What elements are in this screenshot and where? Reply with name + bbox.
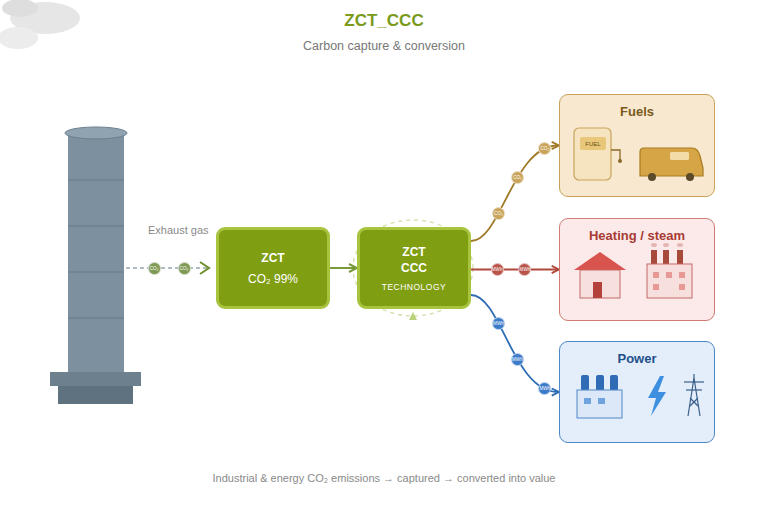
fuel-pump <box>574 128 611 180</box>
flow-arrow <box>471 146 558 242</box>
pump-hose <box>611 150 620 160</box>
output-box: Power <box>559 341 715 443</box>
steam-puff <box>651 243 657 247</box>
flow-token: MWh <box>518 263 531 276</box>
pump-label: FUEL <box>585 141 600 147</box>
flow-arrow <box>471 295 558 392</box>
plant-tower <box>610 375 618 391</box>
diagram-title: ZCT_CCC <box>0 11 768 31</box>
power-pylon <box>684 374 704 416</box>
pump-display <box>580 137 606 150</box>
node-heading: Power <box>560 351 714 366</box>
flow-token: MWh <box>492 317 505 330</box>
flow-token: CO₂ <box>148 262 161 275</box>
factory-chimney <box>663 250 669 265</box>
node-heading: ZCT <box>261 250 284 266</box>
capture-box: ZCT CO₂ 99% <box>216 227 330 309</box>
chimney-top <box>65 127 127 139</box>
steam-puff <box>677 243 683 247</box>
heating-factory <box>647 264 692 298</box>
flow-arrow <box>330 267 356 269</box>
lightning-bolt <box>648 376 666 416</box>
house-door <box>593 282 602 298</box>
van-window <box>670 152 689 160</box>
output-box: Heating / steam <box>559 218 715 321</box>
pump-nozzle <box>618 159 622 163</box>
node-subtext: CO₂ 99% <box>248 272 298 286</box>
exhaust-arrowhead <box>200 262 209 274</box>
cycle-loop <box>353 220 473 316</box>
flow-token: CO₂ <box>538 142 551 155</box>
node-heading: Heating / steam <box>560 228 714 243</box>
node-heading: ZCT CCC <box>394 244 435 276</box>
chimney-segments <box>68 180 124 318</box>
corner-blob <box>10 2 80 34</box>
plant-windows <box>584 398 605 404</box>
house-roof <box>574 252 626 270</box>
diagram-subtitle: Carbon capture & conversion <box>0 39 768 53</box>
van-wheel <box>686 173 694 181</box>
diagram-caption: Industrial & energy CO₂ emissions → capt… <box>0 472 768 484</box>
van-wheel <box>648 173 656 181</box>
plant-tower <box>596 375 604 391</box>
exhaust-line <box>126 267 208 268</box>
steam-puff <box>663 243 669 247</box>
corner-blob <box>2 0 38 17</box>
corner-blob <box>0 27 38 49</box>
factory-chimney <box>677 250 683 265</box>
house-body <box>580 270 620 298</box>
chimney-base <box>50 372 141 386</box>
flow-note: Exhaust gas <box>148 224 209 236</box>
flow-arrow <box>471 269 558 271</box>
flow-token: CO₂ <box>492 207 505 220</box>
factory-windows <box>653 272 685 290</box>
flow-token: MWh <box>538 382 551 395</box>
fuel-van <box>640 148 703 176</box>
chimney-column <box>68 133 124 373</box>
node-heading: Fuels <box>560 104 714 119</box>
plant-tower <box>581 375 589 391</box>
flow-token: CO₂ <box>511 171 524 184</box>
power-plant <box>577 390 622 418</box>
technology-box: ZCT CCC TECHNOLOGY <box>357 227 471 309</box>
cycle-marker <box>409 312 417 320</box>
flow-token: MWh <box>511 353 524 366</box>
flow-token: CO₂ <box>178 262 191 275</box>
chimney-foot <box>58 386 133 404</box>
factory-chimney <box>651 250 657 265</box>
node-subtext: TECHNOLOGY <box>382 282 447 292</box>
flow-token: MWh <box>491 263 504 276</box>
output-box: Fuels <box>559 94 715 197</box>
